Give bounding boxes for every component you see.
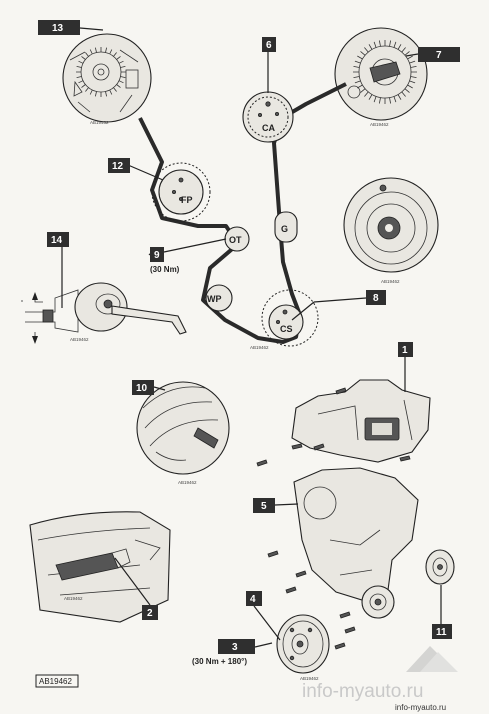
svg-text:6: 6 <box>266 40 272 51</box>
callout-10: 10 <box>132 380 154 395</box>
detail-locking-tool: AB19462 <box>29 511 171 623</box>
watermark-large: info-myauto.ru <box>302 681 423 702</box>
callout-3: 3 <box>218 639 255 654</box>
upper-timing-cover <box>291 379 431 463</box>
pulley-wp: WP <box>205 284 233 312</box>
callout-12: 12 <box>108 158 130 173</box>
svg-text:5: 5 <box>261 501 267 512</box>
pulley-label-g: G <box>281 224 288 234</box>
svg-text:10: 10 <box>136 383 148 394</box>
svg-text:11: 11 <box>436 627 447 638</box>
callout-8: 8 <box>366 290 386 305</box>
callout-13: 13 <box>38 20 80 35</box>
detail-camshaft-pulley-inset: AB19462 <box>334 27 428 127</box>
callout-4: 4 <box>246 591 262 606</box>
figure-ref-crank: AB19462 <box>300 676 319 681</box>
callout-9: 9 <box>150 247 164 262</box>
figure-ref-inset-2: AB19462 <box>64 596 83 601</box>
detail-crank-sprocket-inset: AB19462 <box>343 177 439 284</box>
watermark-small: info-myauto.ru <box>395 703 446 712</box>
figure-ref-inset-8: AB19462 <box>381 279 400 284</box>
leader-lines <box>61 27 442 648</box>
pulley-g: G <box>274 211 298 243</box>
figure-ref-box <box>35 674 79 688</box>
pulley-label-ot: OT <box>229 235 242 245</box>
svg-text:13: 13 <box>52 23 64 34</box>
svg-text:1: 1 <box>402 345 408 356</box>
figure-ref-inset-13: AB19462 <box>90 120 109 125</box>
torque-crank-bolt: (30 Nm + 180°) <box>192 657 247 666</box>
watermark-logo <box>406 646 458 672</box>
callout-5: 5 <box>253 498 275 513</box>
callout-14: 14 <box>47 232 69 247</box>
svg-text:4: 4 <box>250 594 256 605</box>
figure-ref-belt: AB19462 <box>250 345 269 350</box>
detail-tensioner-closeup: AB19462 <box>136 381 230 485</box>
pulley-label-cs: CS <box>280 324 293 334</box>
pulley-label-ca: CA <box>262 123 275 133</box>
detail-camshaft-sprocket-inset: AB19462 <box>62 33 152 125</box>
svg-text:7: 7 <box>436 50 442 61</box>
callout-1: 1 <box>398 342 413 357</box>
crankshaft-pulley <box>276 614 330 674</box>
callout-11: 11 <box>432 624 452 639</box>
pulley-ot: OT <box>224 226 250 252</box>
cover-bolts <box>256 387 411 650</box>
svg-text:3: 3 <box>232 642 238 653</box>
timing-belt <box>138 82 347 344</box>
idler-pulley <box>425 549 455 585</box>
figure-ref-corner: AB19462 <box>39 677 72 686</box>
svg-text:12: 12 <box>112 161 124 172</box>
pulley-label-wp: WP <box>207 294 222 304</box>
pulley-cs: CS <box>261 289 319 347</box>
callout-2: 2 <box>142 605 158 620</box>
detail-tensioner-tool: AB19462 <box>21 282 187 344</box>
svg-text:8: 8 <box>373 293 379 304</box>
figure-ref-inset-7: AB19462 <box>370 122 389 127</box>
torque-tensioner: (30 Nm) <box>150 265 180 274</box>
pulley-fp: FP <box>151 162 211 222</box>
pulley-label-fp: FP <box>181 195 193 205</box>
figure-ref-inset-10: AB19462 <box>178 480 197 485</box>
callout-7: 7 <box>418 47 460 62</box>
callout-6: 6 <box>262 37 276 52</box>
svg-text:9: 9 <box>154 250 160 261</box>
pulley-ca: CA <box>242 91 294 143</box>
figure-ref-inset-14: AB19462 <box>70 337 89 342</box>
lower-timing-cover <box>293 467 419 619</box>
svg-text:14: 14 <box>51 235 63 246</box>
svg-text:2: 2 <box>147 608 153 619</box>
